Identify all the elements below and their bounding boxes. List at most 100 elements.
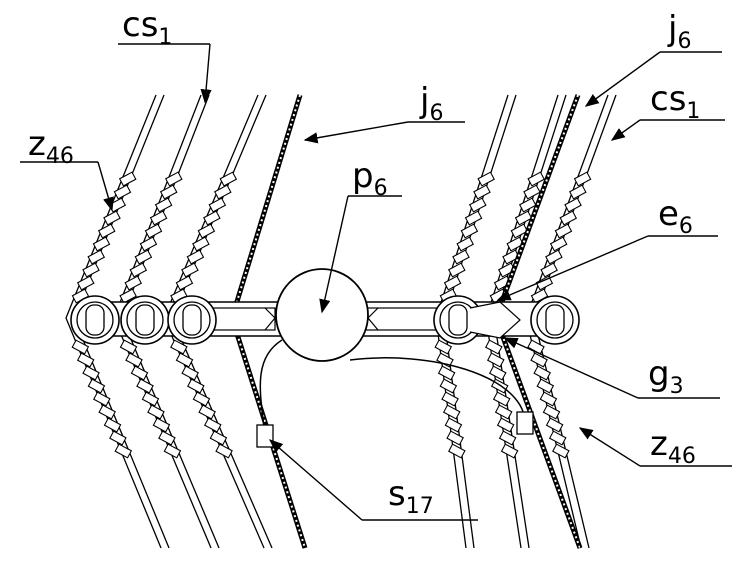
- spiral-wrap-z46: [141, 391, 160, 407]
- cable-strand-cs1: [65, 94, 162, 549]
- spiral-wrap-z46: [159, 184, 178, 200]
- leader-arrow: [496, 235, 649, 301]
- leader-arrow: [584, 51, 661, 107]
- spiral-wrap-z46: [219, 171, 238, 187]
- spiral-wrap-z46: [498, 430, 517, 446]
- spiral-wrap-z46: [187, 378, 205, 394]
- spiral-wrap-z46: [442, 404, 461, 420]
- spiral-wrap-z46: [518, 197, 537, 213]
- spiral-wrap-z46: [443, 275, 462, 291]
- label-cs1-right: cs1: [650, 79, 700, 124]
- spiral-wrap-z46: [87, 378, 106, 394]
- spiral-wrap-z46: [119, 288, 137, 304]
- spiral-wrap-z46: [76, 275, 95, 291]
- label-z46-left: z46: [28, 124, 74, 169]
- spiral-wrap-z46: [98, 404, 116, 420]
- spiral-wrap-z46: [71, 339, 90, 355]
- spiral-wrap-z46: [147, 404, 165, 420]
- bar-tapers: [264, 307, 379, 331]
- spiral-wrap-z46: [559, 210, 578, 226]
- spiral-wrap-z46: [535, 275, 554, 291]
- clamp-e6: [469, 301, 521, 339]
- spiral-wrap-z46: [154, 197, 173, 213]
- spiral-wrap-z46: [549, 236, 568, 252]
- spiral-wrap-z46: [539, 391, 558, 407]
- sensor-s17-left: [256, 424, 274, 448]
- label-g3: g3: [648, 354, 684, 399]
- spiral-wrap-z46: [192, 391, 211, 407]
- spiral-wrap-z46: [488, 365, 507, 381]
- leader-arrow: [578, 427, 641, 467]
- spiral-wrap-z46: [92, 236, 111, 252]
- spiral-wrap-z46: [197, 223, 216, 239]
- spiral-wrap-z46: [523, 184, 541, 200]
- ring-slot: [182, 304, 202, 336]
- spiral-wrap-z46: [209, 430, 228, 446]
- leader-arrow: [610, 119, 641, 141]
- spiral-wrap-z46: [208, 197, 227, 213]
- spiral-wrap-z46: [441, 391, 459, 407]
- sensor-s17-right: [516, 411, 534, 435]
- spiral-wrap-z46: [542, 404, 561, 420]
- spiral-wrap-z46: [464, 210, 483, 226]
- spiral-wrap-z46: [192, 236, 210, 252]
- spiral-wrap-z46: [460, 223, 479, 239]
- ring-slot: [448, 304, 468, 336]
- spiral-wrap-z46: [129, 262, 148, 278]
- spiral-wrap-z46: [186, 249, 205, 265]
- spiral-wrap-z46: [124, 275, 143, 291]
- spiral-wrap-z46: [103, 417, 122, 433]
- spiral-wrap-z46: [203, 210, 221, 226]
- spiral-wrap-z46: [564, 197, 582, 213]
- signal-cable-left: [259, 339, 283, 439]
- spiral-wrap-z46: [203, 417, 222, 433]
- spiral-wrap-z46: [175, 275, 194, 291]
- label-z46-right: z46: [650, 424, 696, 469]
- spiral-wrap-z46: [545, 249, 563, 265]
- leader-arrow: [200, 43, 212, 104]
- spiral-wrap-z46: [552, 443, 570, 459]
- spiral-wrap-z46: [514, 210, 533, 226]
- spiral-wrap-z46: [439, 378, 458, 394]
- signal-cable-right: [349, 357, 526, 421]
- sensor-ball-p6: [275, 268, 369, 362]
- spiral-wrap-z46: [97, 223, 116, 239]
- spiral-wrap-z46: [548, 430, 567, 446]
- spiral-wrap-z46: [437, 365, 456, 381]
- spiral-wrap-z46: [82, 262, 100, 278]
- spiral-wrap-z46: [136, 378, 154, 394]
- spiral-wrap-z46: [139, 236, 158, 252]
- spiral-wrap-z46: [434, 339, 453, 355]
- spiral-wrap-z46: [496, 417, 515, 433]
- spiral-wrap-z46: [477, 171, 495, 187]
- spiral-wrap-z46: [448, 443, 466, 459]
- label-j6-top: j6: [419, 81, 443, 126]
- label-e6: e6: [658, 194, 693, 239]
- spiral-wrap-z46: [494, 404, 513, 420]
- spiral-wrap-z46: [468, 197, 487, 213]
- spiral-wrap-z46: [500, 443, 519, 459]
- spiral-wrap-z46: [510, 223, 529, 239]
- spiral-wrap-z46: [213, 184, 232, 200]
- leader-arrow: [303, 121, 409, 144]
- spiral-wrap-z46: [175, 352, 194, 368]
- spiral-wrap-z46: [93, 391, 111, 407]
- spiral-wrap-z46: [215, 443, 233, 459]
- spiral-wrap-z46: [446, 430, 464, 446]
- leader-arrow: [503, 337, 639, 399]
- spiral-wrap-z46: [119, 339, 138, 355]
- spiral-wrap-z46: [554, 223, 573, 239]
- spiral-wrap-z46: [130, 365, 149, 381]
- spiral-wrap-z46: [113, 184, 132, 200]
- spiral-wrap-z46: [530, 352, 548, 368]
- spiral-wrap-z46: [109, 430, 127, 446]
- spiral-wrap-z46: [152, 417, 171, 433]
- spiral-wrap-z46: [181, 262, 199, 278]
- ring-slot: [85, 304, 105, 336]
- wire-rope-hatch: [494, 94, 581, 549]
- spiral-wrap-z46: [134, 249, 153, 265]
- spiral-wrap-z46: [170, 339, 188, 355]
- label-s17: s17: [388, 474, 434, 519]
- spiral-wrap-z46: [118, 171, 137, 187]
